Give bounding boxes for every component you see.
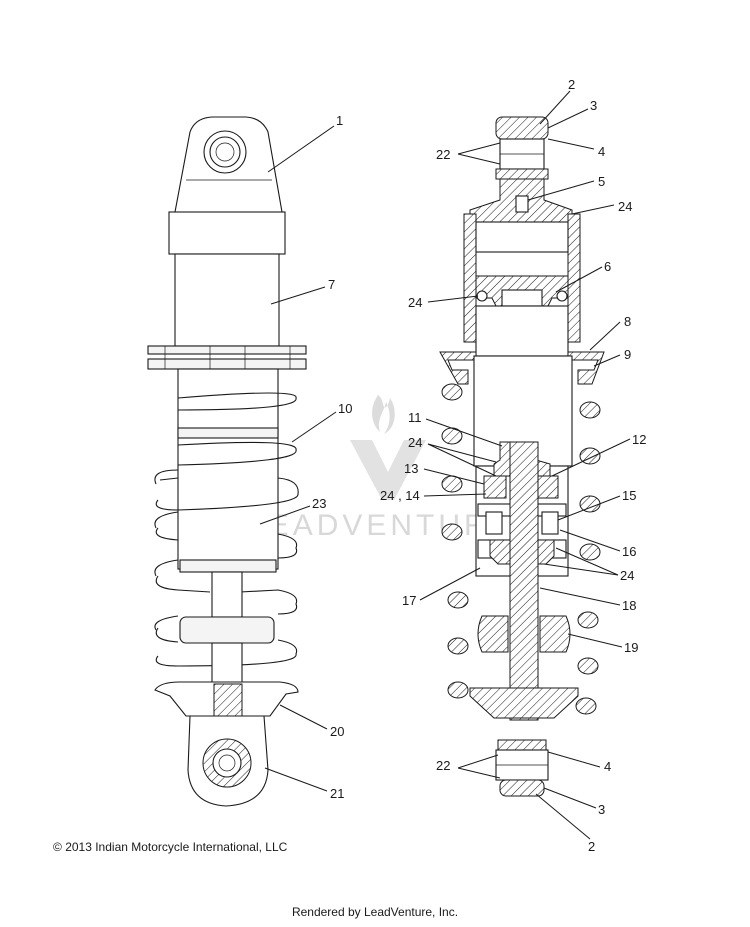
callout-18: 18: [622, 598, 636, 613]
callout-24-c: 24: [408, 435, 422, 450]
callout-23: 23: [312, 496, 326, 511]
watermark-text: LEADVENTURE: [248, 509, 514, 542]
copyright-text: 2013 Indian Motorcycle International, LL…: [65, 840, 288, 854]
callout-12: 12: [632, 432, 646, 447]
callout-labels: 1 7 10 23 20 21 2 3 22 4 5 24 6 24 8 9 1…: [312, 77, 646, 854]
callout-24-b: 24: [408, 295, 422, 310]
callout-7: 7: [328, 277, 335, 292]
callout-19: 19: [624, 640, 638, 655]
callout-3-top: 3: [590, 98, 597, 113]
rendered-by-footer: Rendered by LeadVenture, Inc.: [291, 905, 459, 919]
watermark-v-icon: [350, 440, 426, 500]
callout-1: 1: [336, 113, 343, 128]
callout-22-top: 22: [436, 147, 450, 162]
callout-11: 11: [408, 410, 422, 425]
callout-13: 13: [404, 461, 418, 476]
callout-10: 10: [338, 401, 352, 416]
copyright-notice: © 2013 Indian Motorcycle International, …: [53, 840, 287, 854]
callout-15: 15: [622, 488, 636, 503]
spring-coil-sections: [441, 383, 601, 715]
callout-3-bottom: 3: [598, 802, 605, 817]
copyright-icon: ©: [53, 840, 62, 854]
callout-17: 17: [402, 593, 416, 608]
callout-24-14: 24 , 14: [380, 488, 420, 503]
callout-4-bottom: 4: [604, 759, 611, 774]
callout-2-bottom: 2: [588, 839, 595, 854]
callout-4-top: 4: [598, 144, 605, 159]
callout-24-d: 24: [620, 568, 634, 583]
callout-22-bottom: 22: [436, 758, 450, 773]
watermark: LEADVENTURE: [248, 395, 514, 542]
callout-21: 21: [330, 786, 344, 801]
watermark-flame-icon: [372, 395, 395, 434]
shock-exterior-view: [147, 116, 307, 807]
callout-6: 6: [604, 259, 611, 274]
callout-24-a: 24: [618, 199, 632, 214]
callout-20: 20: [330, 724, 344, 739]
callout-5: 5: [598, 174, 605, 189]
shock-section-view: [439, 116, 605, 797]
callout-16: 16: [622, 544, 636, 559]
callout-9: 9: [624, 347, 631, 362]
callout-2-top: 2: [568, 77, 575, 92]
callout-8: 8: [624, 314, 631, 329]
leader-lines: [259, 90, 631, 840]
